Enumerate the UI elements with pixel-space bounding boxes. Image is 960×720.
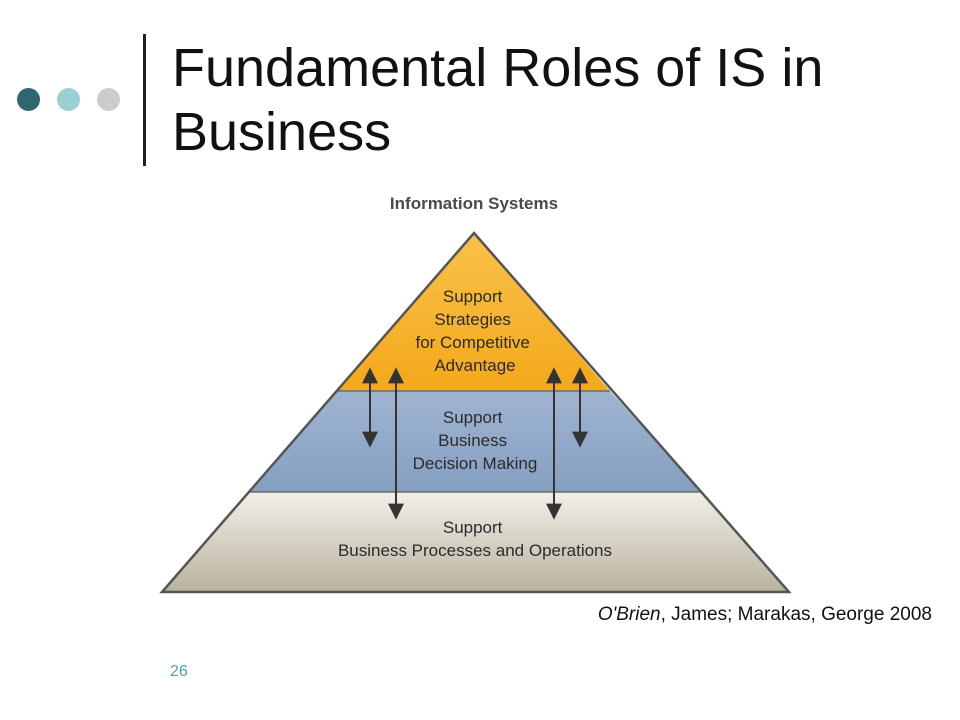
tier-1-line-1: Support <box>443 287 503 306</box>
citation-author-surname: O'Brien <box>597 604 661 625</box>
tier-decision-making-label: Support Business Decision Making <box>413 408 538 473</box>
tier-strategic-advantage-shape <box>338 233 610 391</box>
tier-2-line-3: Decision Making <box>413 454 538 473</box>
bullet-dot-teal <box>57 88 80 111</box>
citation: O'Brien, James; Marakas, George 2008 <box>598 604 932 626</box>
tier-strategic-advantage-label: Support Strategies for Competitive Advan… <box>415 287 534 375</box>
tier-3-line-1: Support <box>443 518 503 537</box>
is-pyramid-diagram: Information Systems Support Strategies f… <box>150 185 810 605</box>
tier-2-line-1: Support <box>443 408 503 427</box>
page-number: 26 <box>170 663 188 680</box>
tier-1-line-4: Advantage <box>434 356 515 375</box>
citation-rest: , James; Marakas, George 2008 <box>660 604 932 625</box>
tier-operations-label: Support Business Processes and Operation… <box>338 518 612 560</box>
tier-1-line-3: for Competitive <box>415 333 529 352</box>
bullet-dot-gray <box>97 88 120 111</box>
slide-title: Fundamental Roles of IS in Business <box>172 38 824 162</box>
pyramid-svg: Information Systems Support Strategies f… <box>159 194 792 594</box>
tier-2-line-2: Business <box>438 431 507 450</box>
bullet-dot-dark <box>17 88 40 111</box>
tier-operations-shape <box>162 492 789 592</box>
pyramid-outline <box>159 231 792 594</box>
diagram-heading: Information Systems <box>390 194 558 213</box>
tier-3-line-2: Business Processes and Operations <box>338 541 612 560</box>
title-divider <box>143 34 146 166</box>
tier-1-line-2: Strategies <box>434 310 511 329</box>
